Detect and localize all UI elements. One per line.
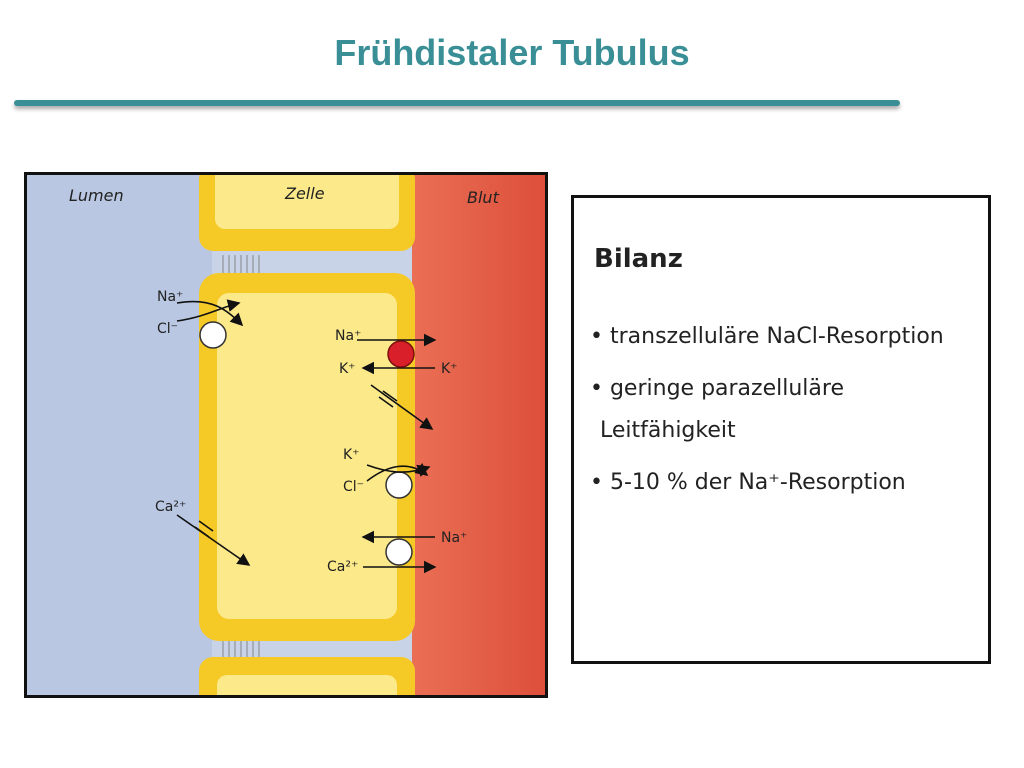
- label-zelle: Zelle: [284, 184, 325, 203]
- bilanz-item-2-cont: Leitfähigkeit: [600, 418, 736, 443]
- label-lumen: Lumen: [69, 186, 124, 205]
- bilanz-list: • transzelluläre NaCl-Resorption • gerin…: [590, 324, 944, 522]
- na-k-atpase-pump: [357, 333, 437, 375]
- label-blut: Blut: [467, 188, 500, 207]
- bilanz-box: Bilanz • transzelluläre NaCl-Resorption …: [571, 195, 991, 664]
- ion-basal-k-in: K⁺: [339, 361, 356, 377]
- tubulus-diagram: Lumen Zelle Blut Na⁺ Cl⁻ Na⁺ K⁺ K⁺: [24, 172, 548, 698]
- na-ca-exchanger: [361, 530, 437, 574]
- blood-region: [412, 175, 545, 695]
- ion-basal-k-cotrans: K⁺: [343, 447, 360, 463]
- kcl-cotransporter: [366, 463, 431, 499]
- lower-cell: [199, 657, 415, 695]
- bilanz-item-2: • geringe parazelluläre: [590, 376, 844, 401]
- tubulus-svg: Lumen Zelle Blut Na⁺ Cl⁻ Na⁺ K⁺ K⁺: [27, 175, 545, 695]
- nacl-cotransporter: [176, 299, 244, 349]
- ion-basal-na-out: Na⁺: [335, 328, 361, 344]
- ion-lumen-cl: Cl⁻: [157, 321, 178, 337]
- ion-basal-cl-cotrans: Cl⁻: [343, 479, 364, 495]
- k-channel-arrow: [370, 384, 434, 430]
- ion-basal-k-out: K⁺: [441, 361, 458, 377]
- bilanz-heading: Bilanz: [594, 244, 683, 274]
- ca-channel-arrow: [176, 514, 251, 566]
- ion-lumen-na: Na⁺: [157, 289, 183, 305]
- ion-basal-na-exch: Na⁺: [441, 530, 467, 546]
- ion-lumen-ca: Ca²⁺: [155, 499, 186, 515]
- ion-basal-ca-exch: Ca²⁺: [327, 559, 358, 575]
- slide-title: Frühdistaler Tubulus: [334, 32, 690, 73]
- bilanz-item-1: • transzelluläre NaCl-Resorption: [590, 324, 944, 349]
- lumen-region: [27, 175, 212, 695]
- bilanz-item-3: • 5-10 % der Na⁺-Resorption: [590, 470, 906, 495]
- main-cell: [199, 273, 415, 641]
- upper-cell: [199, 175, 415, 251]
- tight-junction-top: [222, 255, 260, 273]
- tight-junction-bottom: [222, 641, 260, 657]
- title-underline: [14, 100, 900, 106]
